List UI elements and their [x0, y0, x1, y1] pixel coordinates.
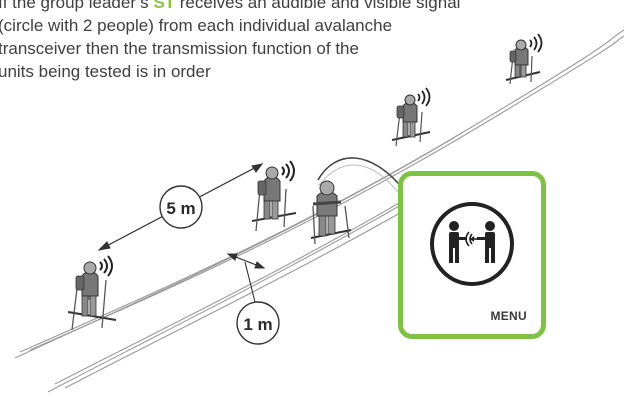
skier-3 [392, 88, 430, 146]
skier-1 [68, 256, 116, 330]
instruction-text: If the group leader’s ST receives an aud… [0, 0, 558, 83]
instruction-line-1-start: If the group leader’s [0, 0, 153, 12]
ski-track-lower [48, 185, 440, 392]
skier-2 [252, 161, 296, 231]
distance-5m-label: 5 m [166, 199, 195, 218]
instruction-line-2: (circle with 2 people) from each individ… [0, 14, 558, 37]
instruction-line-3: transceiver then the transmission functi… [0, 37, 558, 60]
instruction-line-1: If the group leader’s ST receives an aud… [0, 0, 558, 14]
instruction-line-4: units being tested is in order [0, 60, 558, 83]
st-device-label: ST [153, 0, 175, 12]
device-screen-panel: MENU [398, 171, 546, 339]
distance-1m-label: 1 m [243, 315, 272, 334]
two-people-signal-icon [403, 176, 541, 306]
menu-label[interactable]: MENU [403, 309, 541, 323]
instruction-line-1-end: receives an audible and visible signal [175, 0, 460, 12]
group-leader [311, 181, 351, 244]
